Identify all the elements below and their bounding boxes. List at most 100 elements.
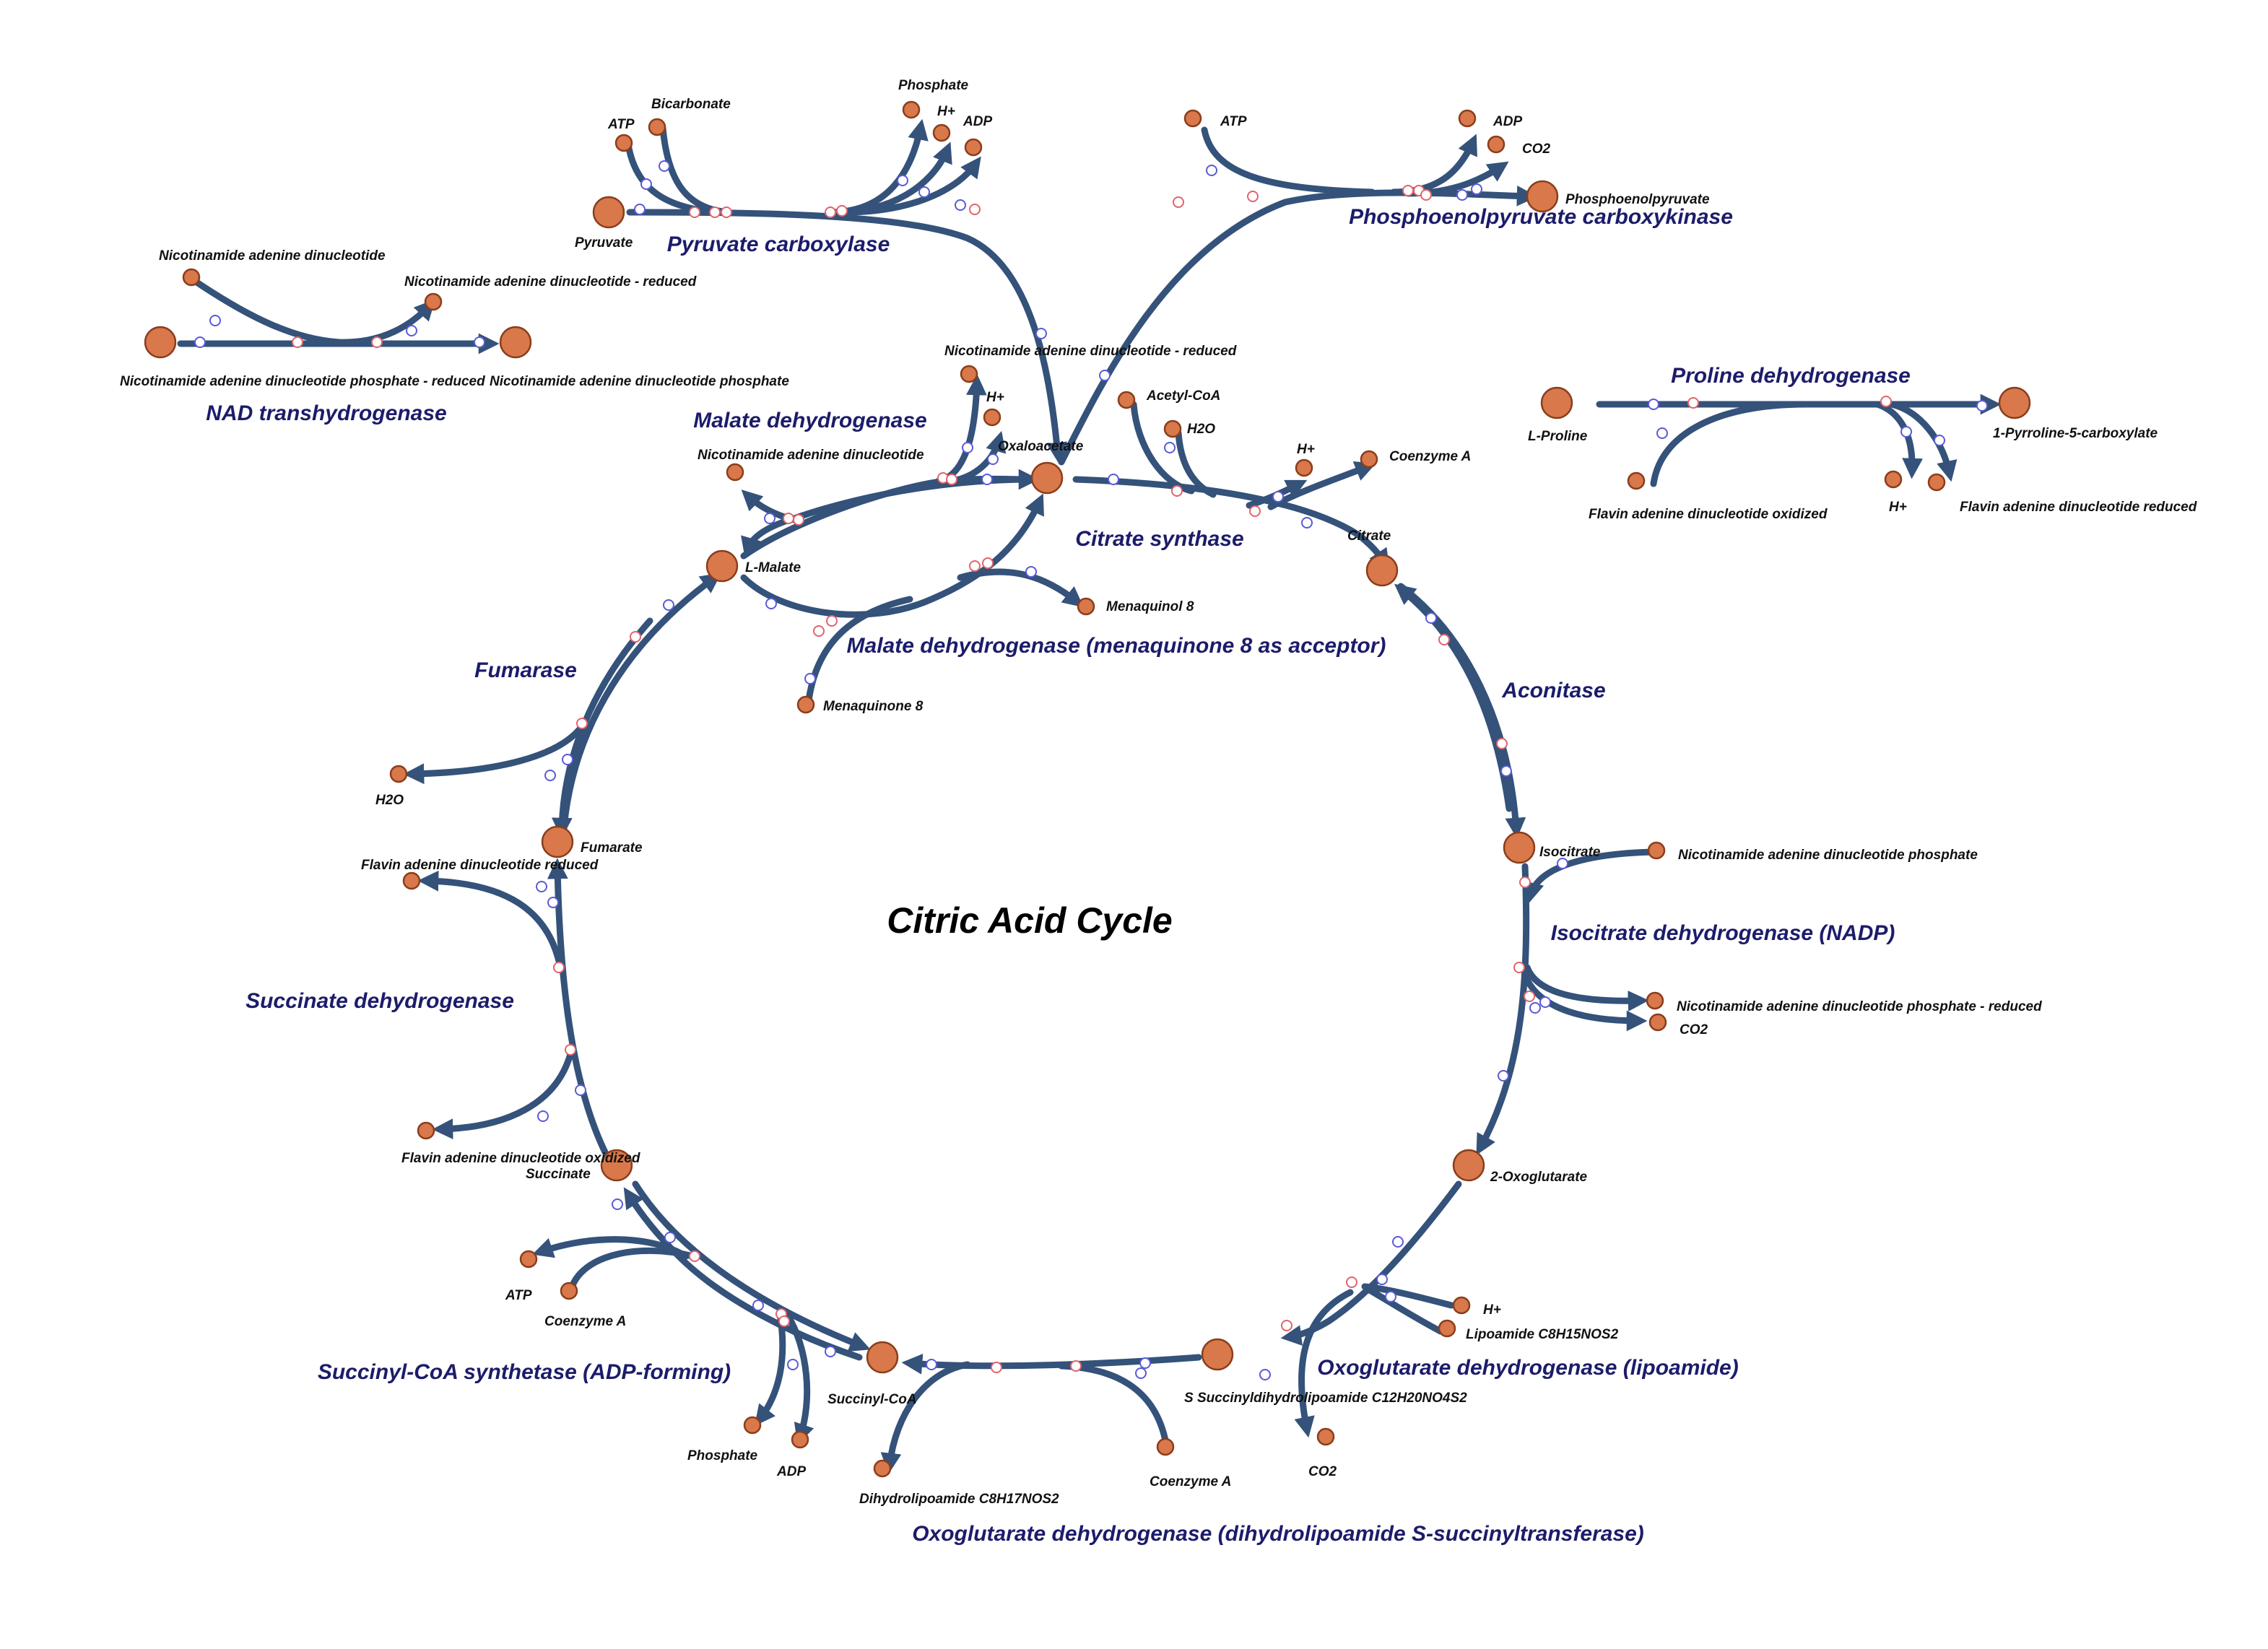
enzyme-citrate-synthase[interactable]: Citrate synthase [1075, 527, 1243, 551]
node-h2o-fum[interactable] [389, 765, 408, 783]
node-phosphate-pc[interactable] [902, 100, 921, 119]
node-lipoamide[interactable] [1438, 1319, 1456, 1338]
node-fumarate[interactable] [541, 825, 574, 858]
enzyme-malate-dehydrogenase[interactable]: Malate dehydrogenase [693, 409, 926, 432]
node-citrate[interactable] [1365, 554, 1399, 587]
node-l-proline[interactable] [1540, 386, 1573, 419]
pin [1529, 1002, 1541, 1014]
node-coa-scs[interactable] [560, 1282, 578, 1300]
enzyme-oxoglutarate-dehydrogenase-dhl[interactable]: Oxoglutarate dehydrogenase (dihydrolipoa… [912, 1522, 1644, 1546]
enzyme-fumarase[interactable]: Fumarase [474, 658, 577, 682]
pin [1557, 858, 1568, 869]
pin [1249, 505, 1261, 517]
enzyme-succinate-dehydrogenase[interactable]: Succinate dehydrogenase [246, 989, 514, 1013]
pin [836, 205, 848, 217]
node-acetyl-coa[interactable] [1117, 391, 1136, 409]
pin [1438, 634, 1450, 645]
label-co2-pepck: CO2 [1522, 142, 1551, 157]
node-coa-ogdh[interactable] [1156, 1437, 1175, 1456]
pin [1519, 876, 1531, 888]
label-pyruvate: Pyruvate [575, 235, 633, 251]
node-atp-pc[interactable] [614, 134, 633, 152]
node-nadp-icd[interactable] [1647, 841, 1666, 860]
node-l-malate[interactable] [705, 549, 739, 583]
pin [897, 175, 908, 186]
node-atp-scs[interactable] [519, 1250, 538, 1269]
pin [1035, 328, 1047, 339]
node-co2-ogdh[interactable] [1316, 1427, 1335, 1446]
node-hplus-cs[interactable] [1295, 458, 1313, 477]
enzyme-aconitase[interactable]: Aconitase [1501, 679, 1605, 702]
node-fad-red-sdh[interactable] [402, 871, 421, 890]
node-nad-mdh[interactable] [726, 463, 744, 482]
enzyme-proline-dehydrogenase[interactable]: Proline dehydrogenase [1671, 364, 1911, 388]
arrow-pyruvate-to-oxaloacetate [626, 209, 1067, 464]
enzyme-pyruvate-carboxylase[interactable]: Pyruvate carboxylase [667, 232, 890, 256]
node-hplus-pc[interactable] [932, 123, 951, 142]
label-adp-pc: ADP [963, 114, 992, 129]
node-pyruvate[interactable] [592, 196, 625, 229]
node-co2-pepck[interactable] [1487, 135, 1506, 154]
node-menaquinone[interactable] [796, 695, 815, 714]
pin [765, 598, 777, 609]
arrow-pc-to-phosphate [827, 118, 929, 216]
node-bicarbonate[interactable] [648, 118, 666, 136]
pin [813, 625, 825, 637]
arrow-succinate-to-succinylcoa [632, 1180, 871, 1352]
node-h2o-cs[interactable] [1163, 419, 1182, 438]
node-p5c[interactable] [1998, 386, 2031, 419]
node-oxoglutarate[interactable] [1452, 1149, 1485, 1182]
arrow-acetylcoa-cs [1130, 401, 1195, 495]
enzyme-oxoglutarate-dehydrogenase-lipo[interactable]: Oxoglutarate dehydrogenase (lipoamide) [1317, 1356, 1738, 1380]
node-isocitrate[interactable] [1503, 831, 1536, 864]
node-succinyl-coa[interactable] [866, 1341, 899, 1374]
enzyme-malate-dehydrogenase-mq[interactable]: Malate dehydrogenase (menaquinone 8 as a… [847, 634, 1386, 658]
node-co2-icd[interactable] [1648, 1013, 1667, 1032]
node-nadp-a[interactable] [499, 326, 532, 359]
node-nadh-mdh[interactable] [960, 365, 978, 383]
node-hplus-pro[interactable] [1884, 470, 1903, 489]
node-phosphate-scs[interactable] [743, 1416, 762, 1435]
node-menaquinol[interactable] [1077, 597, 1095, 616]
pin [1108, 474, 1119, 485]
arrow-h2o-cs [1175, 430, 1217, 498]
node-atp-pepck[interactable] [1183, 109, 1202, 128]
node-succinate[interactable] [600, 1149, 633, 1182]
node-fad-ox-pro[interactable] [1627, 471, 1646, 490]
enzyme-nad-transhydrogenase[interactable]: NAD transhydrogenase [206, 401, 446, 425]
node-nad-a[interactable] [182, 268, 201, 287]
node-fad-ox-sdh[interactable] [417, 1121, 435, 1140]
node-fad-red-pro[interactable] [1927, 473, 1946, 492]
pin [612, 1198, 623, 1210]
metabolite-nodes [144, 100, 2031, 1478]
label-s-succinyl: S Succinyldihydrolipoamide C12H20NO4S2 [1184, 1391, 1467, 1406]
node-adp-pepck[interactable] [1458, 109, 1477, 128]
node-adp-pc[interactable] [964, 138, 983, 157]
pin [562, 754, 573, 765]
pin [565, 1044, 576, 1056]
pin [987, 453, 999, 465]
pin [1900, 426, 1912, 438]
pin [1420, 189, 1432, 201]
node-s-succinyl[interactable] [1201, 1338, 1234, 1371]
node-hplus-mdh[interactable] [983, 408, 1002, 427]
node-pep[interactable] [1526, 180, 1559, 213]
label-nad-mdh: Nicotinamide adenine dinucleotide [698, 448, 924, 463]
node-adp-scs[interactable] [791, 1430, 809, 1449]
node-oxaloacetate[interactable] [1030, 461, 1064, 495]
node-dihydrolipoamide[interactable] [873, 1459, 892, 1478]
node-coa-cs[interactable] [1360, 450, 1378, 469]
node-hplus-ogdh[interactable] [1452, 1296, 1471, 1315]
label-coa-ogdh: Coenzyme A [1150, 1474, 1231, 1489]
enzyme-pepck[interactable]: Phosphoenolpyruvate carboxykinase [1349, 205, 1733, 229]
arrow-fadox-pro [1650, 401, 1809, 487]
node-nadph-a[interactable] [144, 326, 177, 359]
node-nadh-a[interactable] [424, 292, 443, 311]
node-nadph-icd[interactable] [1646, 991, 1664, 1010]
enzyme-isocitrate-dehydrogenase[interactable]: Isocitrate dehydrogenase (NADP) [1551, 921, 1895, 945]
label-nadph-a: Nicotinamide adenine dinucleotide phosph… [120, 374, 485, 389]
label-nadp-a: Nicotinamide adenine dinucleotide phosph… [490, 374, 789, 389]
arrow-fum-to-h2o [403, 718, 588, 785]
enzyme-succinyl-coa-synthetase[interactable]: Succinyl-CoA synthetase (ADP-forming) [318, 1360, 731, 1384]
